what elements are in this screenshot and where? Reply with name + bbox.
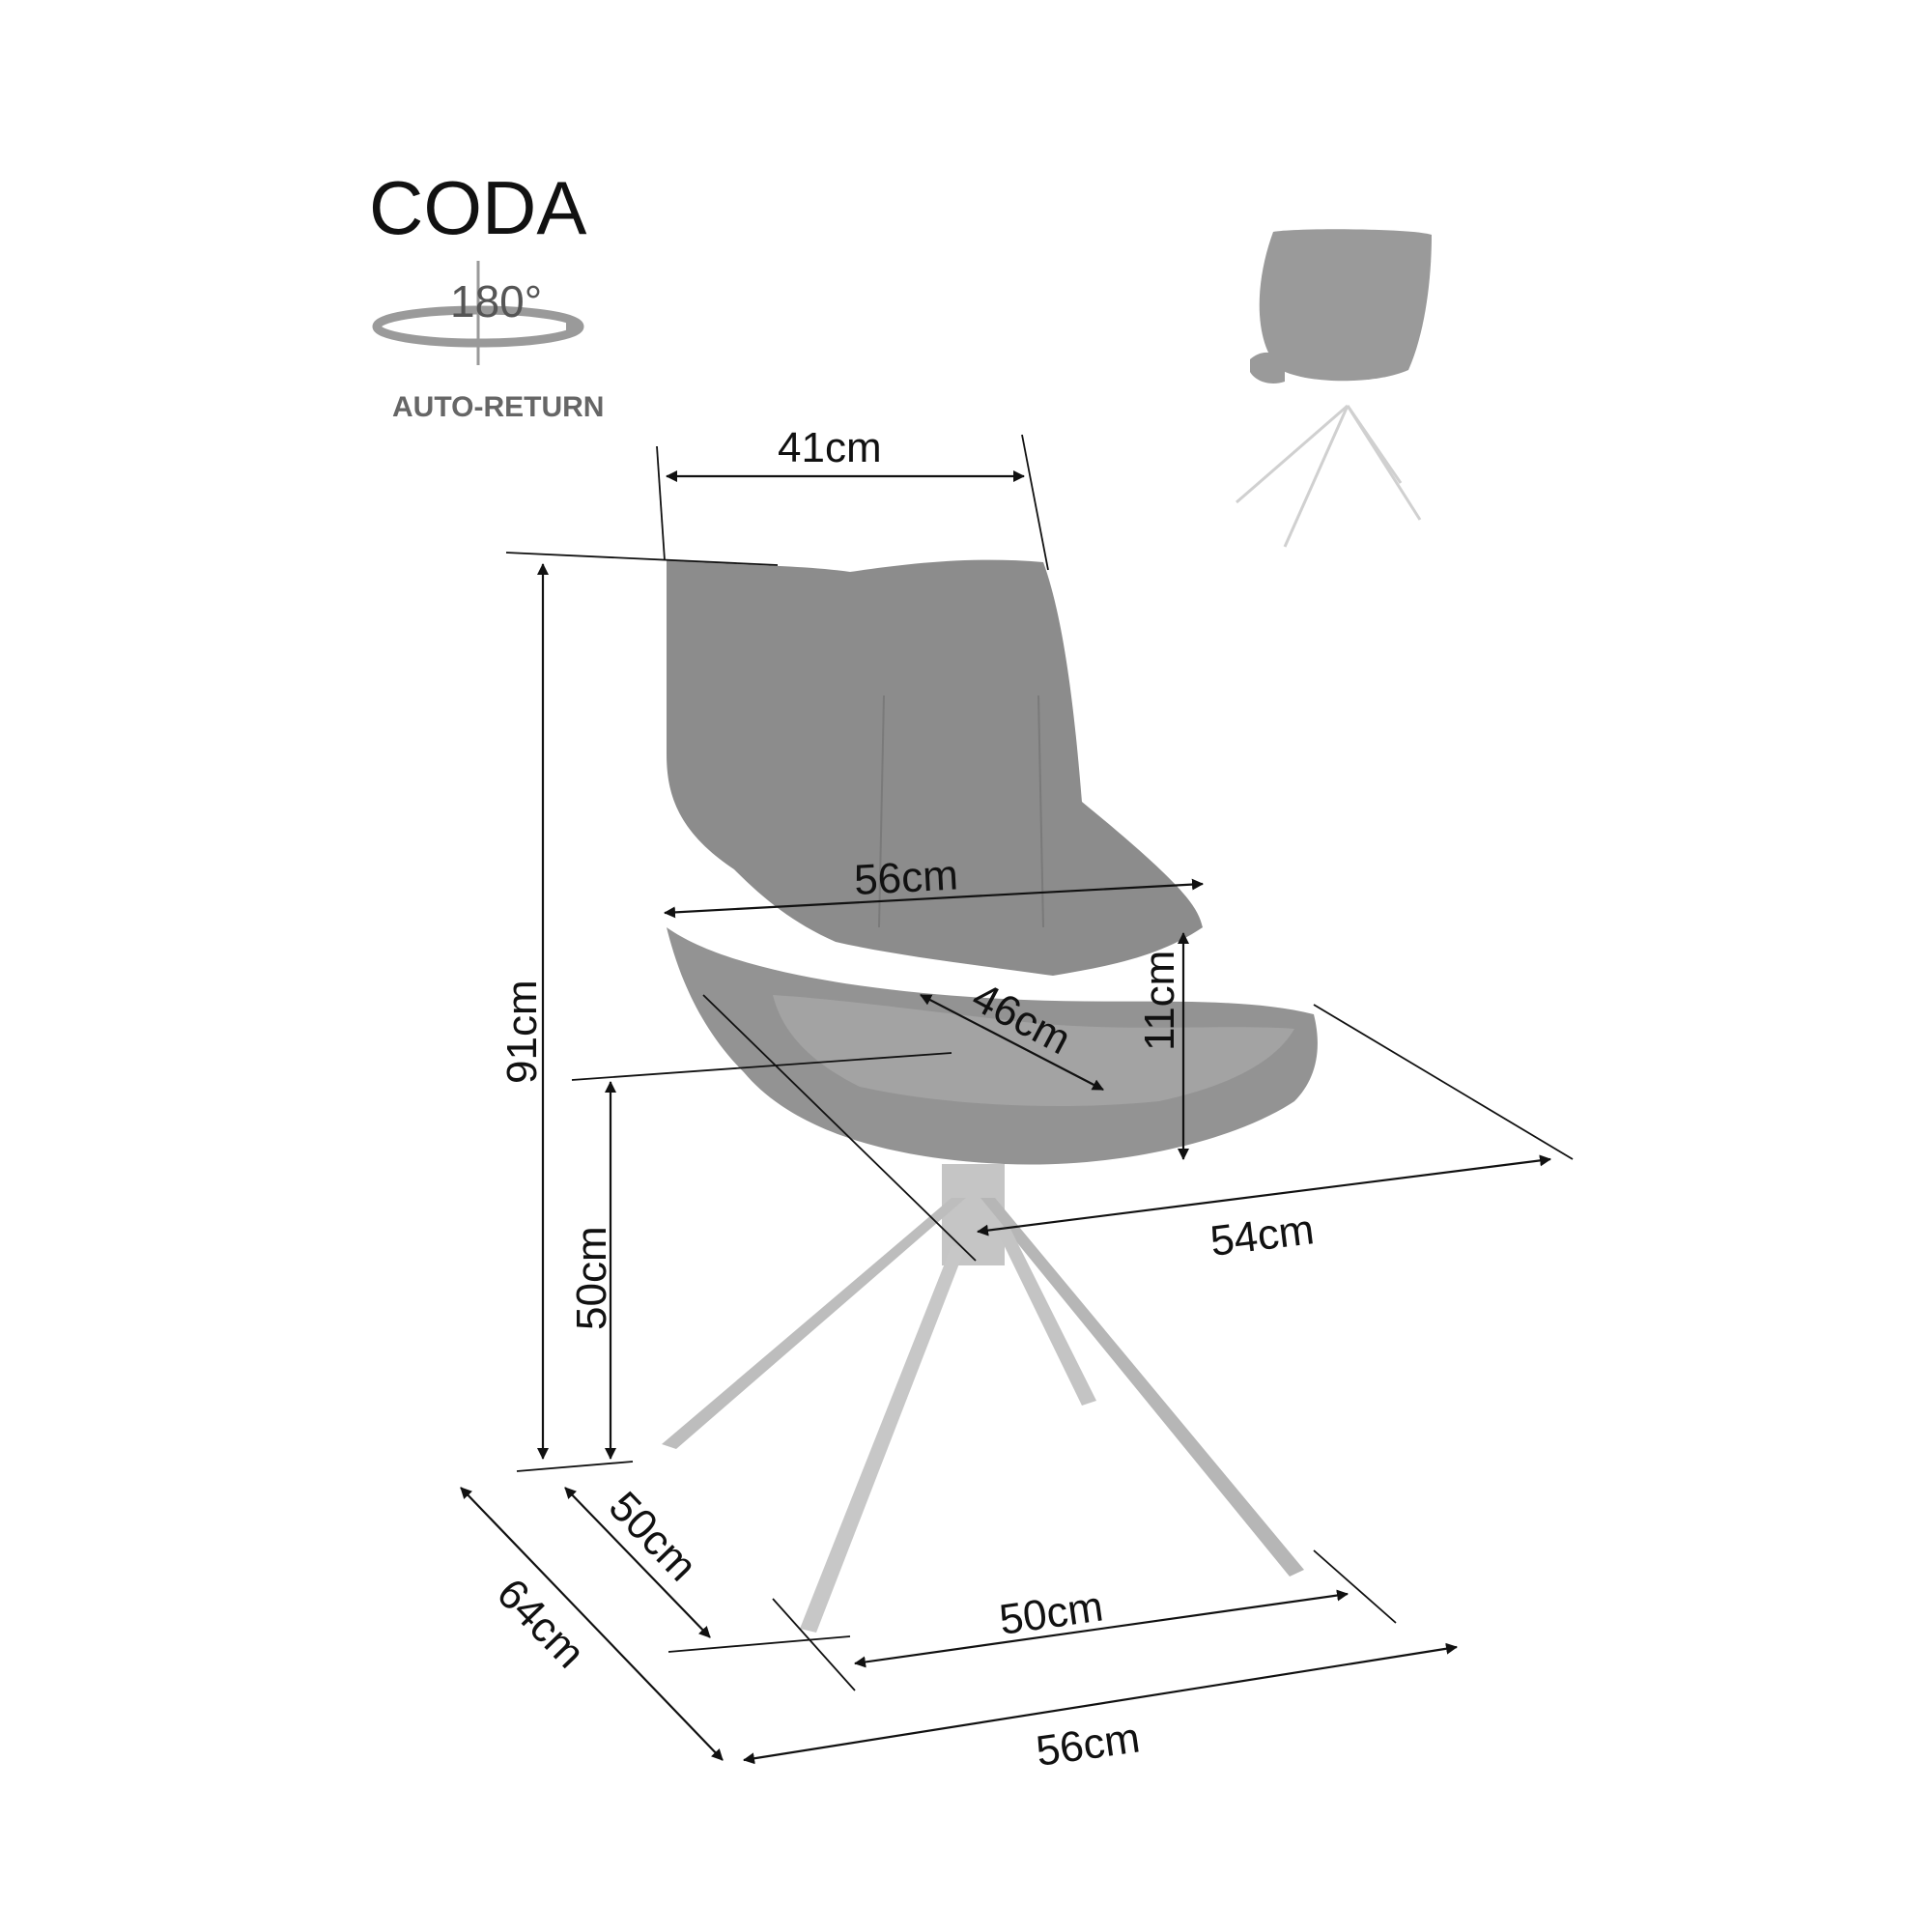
dimension-lines [460, 470, 1551, 1765]
total-width-label: 56cm [1034, 1714, 1143, 1775]
side-depth-label: 54cm [1208, 1206, 1317, 1265]
total-height-label: 91cm [498, 980, 546, 1084]
backrest-width-label: 41cm [778, 424, 882, 471]
chair-illustration [662, 559, 1318, 1633]
base-depth-label: 50cm [600, 1483, 706, 1590]
base-width-label: 50cm [997, 1582, 1106, 1643]
chair-thumbnail [1236, 229, 1432, 548]
total-depth-label: 64cm [488, 1570, 594, 1677]
armrest-height-label: 11cm [1136, 951, 1183, 1051]
rotation-icon [372, 261, 584, 365]
rotation-degrees: 180° [450, 276, 542, 327]
product-title: CODA [369, 165, 586, 250]
seat-width-label: 56cm [853, 851, 959, 904]
seat-height-label: 50cm [568, 1226, 615, 1330]
chair-legs [662, 1198, 1304, 1633]
rotation-mode-label: AUTO-RETURN [392, 391, 604, 423]
